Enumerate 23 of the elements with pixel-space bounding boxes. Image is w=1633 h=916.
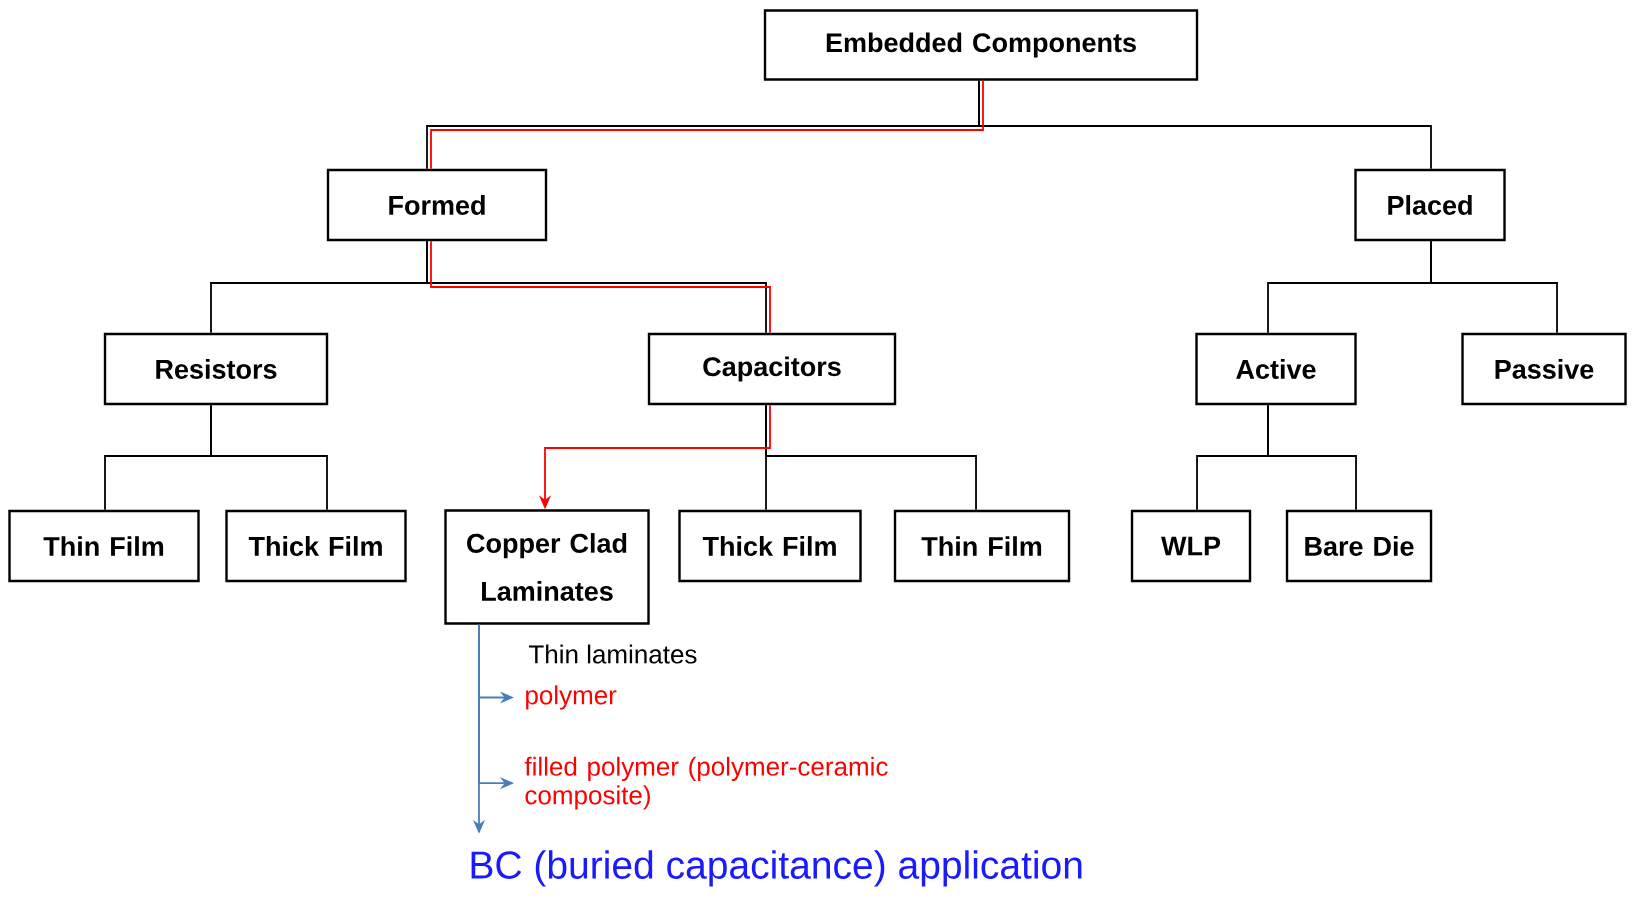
category-box: Passive [1461, 332, 1627, 406]
connector-line [765, 404, 977, 511]
category-box: WLP [1130, 509, 1252, 583]
category-box: Placed [1354, 168, 1506, 242]
category-box: Copper Clad Laminates [444, 509, 650, 625]
category-box: Resistors [103, 332, 329, 406]
connector-line [1267, 404, 1357, 511]
category-box: Embedded Components [763, 9, 1199, 81]
annotation-text: filled polymer (polymer-ceramic composite) [524, 756, 888, 810]
annotation-text: BC (buried capacitance) application [471, 850, 1082, 887]
connector-line [1430, 240, 1558, 334]
category-box: Capacitors [647, 332, 897, 406]
category-box: Thin Film [893, 509, 1071, 583]
category-box: Thin Film [8, 509, 200, 583]
category-box: Formed [326, 168, 548, 242]
connector-line [978, 79, 1432, 170]
connector-line [210, 404, 328, 511]
category-box: Bare Die [1285, 509, 1433, 583]
category-box: Active [1195, 332, 1357, 406]
category-box: Thick Film [225, 509, 407, 583]
category-box: Thick Film [678, 509, 862, 583]
annotation-text: Thin laminates [529, 644, 697, 664]
annotation-text: polymer [526, 685, 617, 710]
